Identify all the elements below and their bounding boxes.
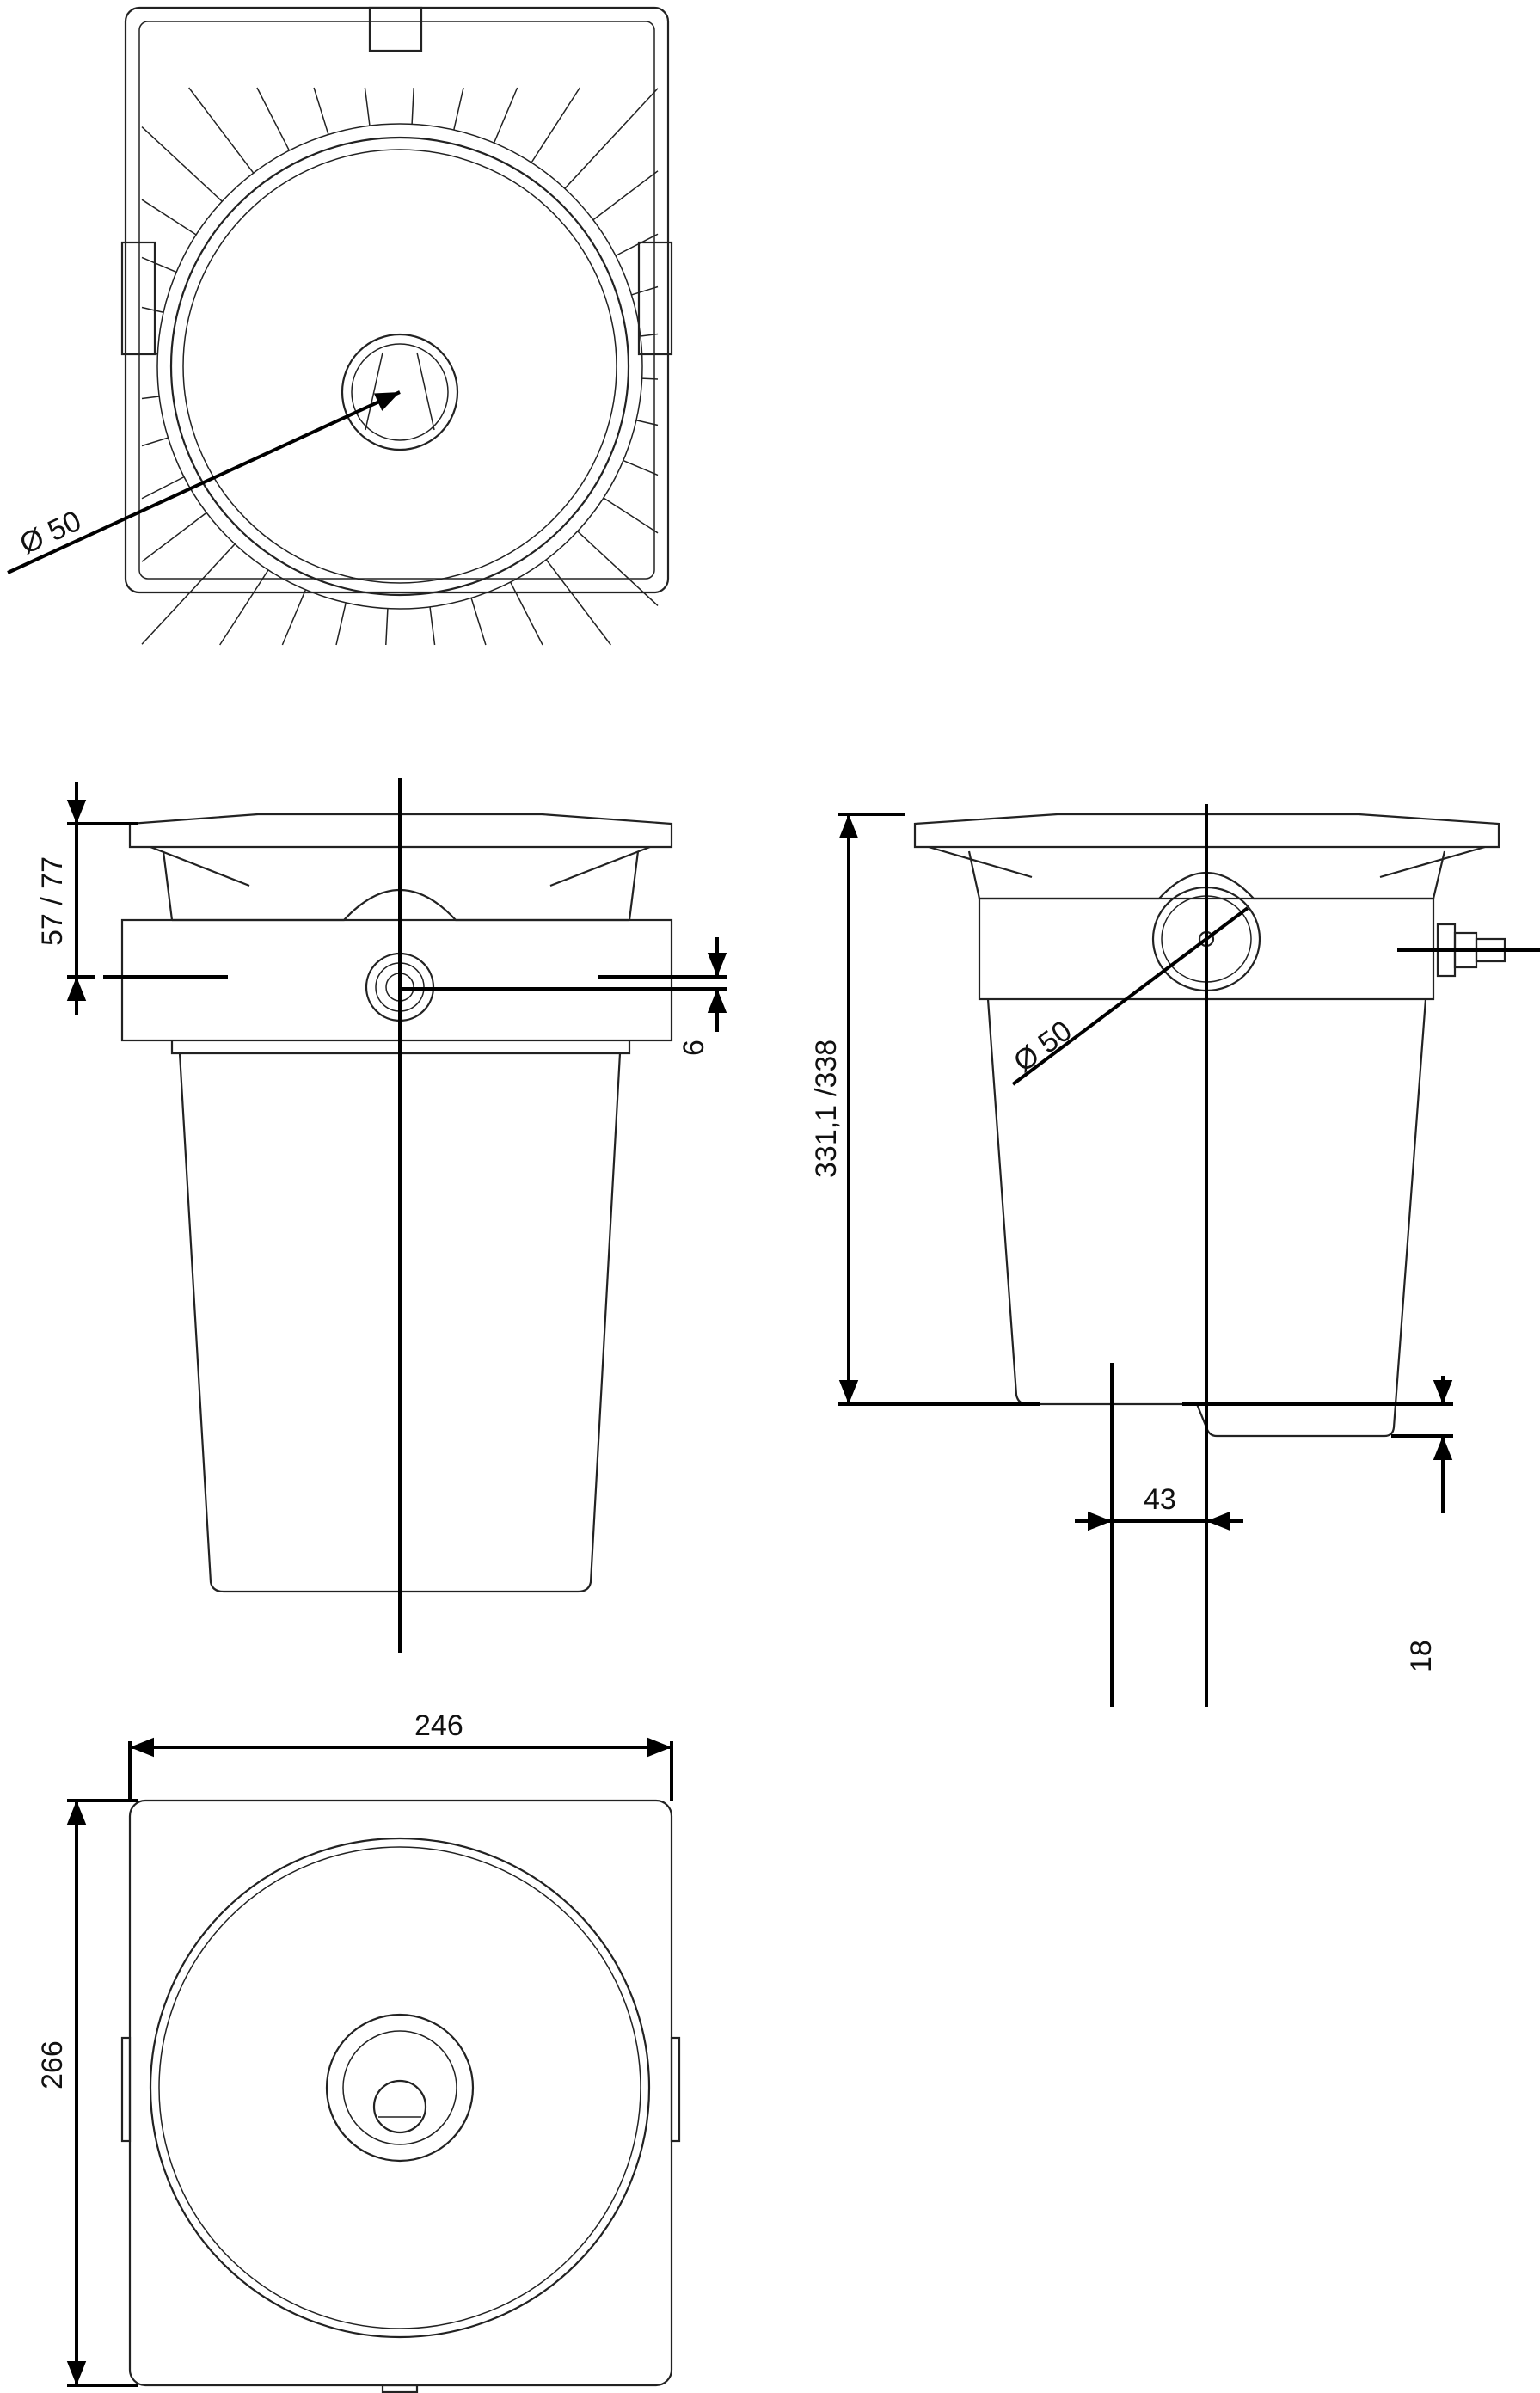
grate-rib — [141, 543, 236, 645]
grate-rib — [313, 87, 329, 135]
bottom-view: 246 266 — [36, 1709, 681, 2393]
offset-dim: 6 — [678, 1040, 710, 1056]
grate-rib — [364, 87, 371, 126]
flange-height-dim: 57 / 77 — [36, 856, 69, 946]
grate-rib — [141, 256, 177, 273]
grate-rib — [385, 608, 389, 646]
grate-rib — [141, 476, 185, 500]
front-view: 57 / 77 6 — [36, 778, 727, 1653]
grate-rib — [564, 88, 659, 189]
grate-rib — [545, 559, 611, 646]
grate-rib — [531, 87, 580, 163]
grate-rib — [577, 531, 659, 606]
grate-rib — [141, 396, 160, 400]
grate-rib — [429, 606, 436, 646]
grate-rib — [219, 569, 269, 646]
grate-rib — [281, 589, 307, 646]
width-dim: 246 — [414, 1709, 463, 1742]
grate-rib — [256, 87, 291, 151]
grate-rib — [141, 306, 164, 313]
grate-rib — [470, 598, 487, 646]
grate-rib — [453, 87, 464, 131]
grate-rib — [141, 512, 207, 562]
grate-rib — [615, 233, 659, 257]
grate-rib — [335, 602, 347, 646]
grate-rib — [623, 459, 659, 476]
grate-rib — [141, 126, 223, 202]
grate-rib — [635, 420, 659, 426]
side-diameter-label: Ø 50 — [1008, 1015, 1078, 1079]
grate-rib — [188, 87, 255, 174]
depth-dim: 266 — [36, 2040, 69, 2089]
grate-rib — [640, 333, 659, 337]
side-view: Ø 50 331,1 /338 43 18 — [810, 804, 1540, 1707]
side-diameter-leader — [1011, 906, 1249, 1086]
top-view: Ø 50 — [7, 6, 673, 646]
bottom-dim: 18 — [1405, 1640, 1438, 1672]
grate-rib — [592, 170, 659, 221]
grate-rib — [411, 87, 414, 125]
grate-rib — [641, 377, 659, 380]
height-dim: 331,1 — [810, 1105, 843, 1178]
height-dim-alt: /338 — [810, 1040, 843, 1096]
diameter-leader — [7, 390, 401, 574]
grate-rib — [603, 497, 659, 534]
grate-rib — [141, 199, 197, 236]
grate-rib — [141, 353, 158, 355]
grate-rib — [509, 581, 543, 646]
grate-rib — [631, 285, 659, 296]
grate-rib — [493, 87, 518, 144]
grate-rib — [141, 437, 169, 447]
offset-x-dim: 43 — [1144, 1483, 1176, 1516]
